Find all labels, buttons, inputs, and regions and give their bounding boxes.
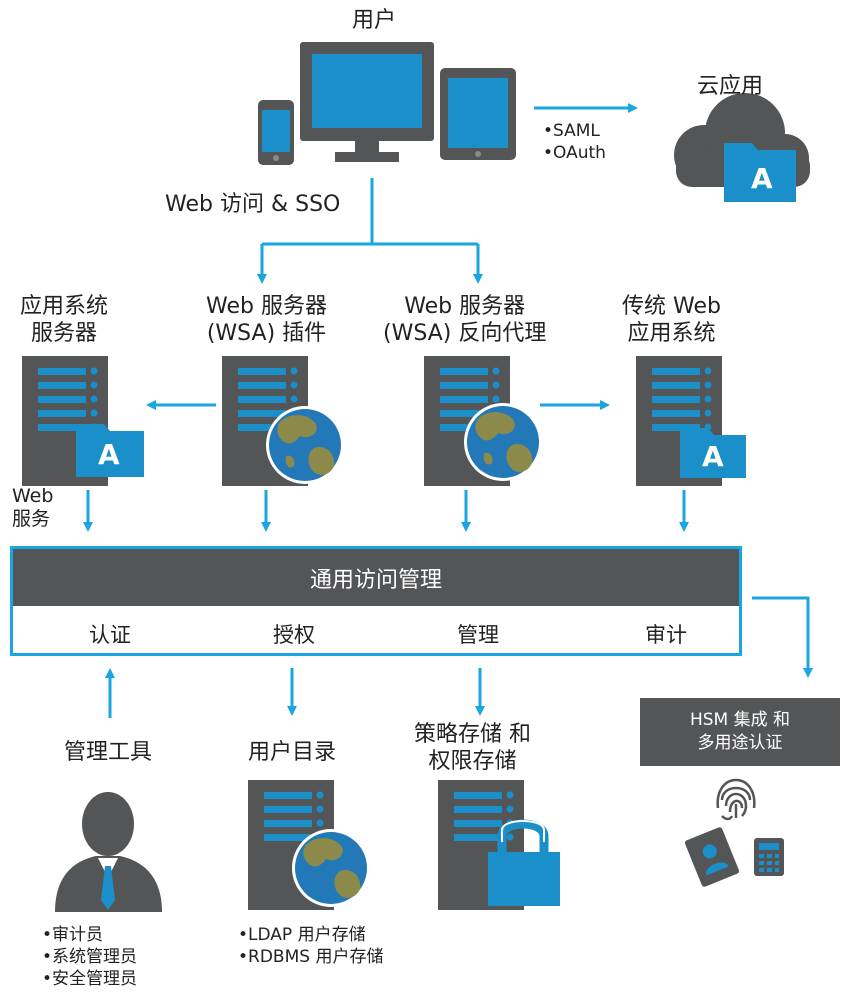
users-label: 用户 bbox=[352, 8, 397, 33]
cloud-app-icon bbox=[674, 93, 810, 202]
web-service-line1: Web bbox=[12, 485, 54, 507]
user-directory-server-icon bbox=[248, 780, 370, 910]
cloud-app-label: 云应用 bbox=[697, 74, 764, 99]
policy-store-line1: 策略存储 和 bbox=[414, 722, 531, 747]
app-server-line1: 应用系统 bbox=[20, 294, 109, 319]
wsa-proxy-label: Web 服务器 (WSA) 反向代理 bbox=[383, 294, 546, 348]
arrow-to-hsm bbox=[752, 596, 813, 678]
role-security-admin: •安全管理员 bbox=[42, 969, 138, 990]
hsm-line1: HSM 集成 和 bbox=[689, 710, 791, 731]
uam-function-authorization: 授权 bbox=[273, 623, 315, 647]
app-server-folder-letter: A bbox=[98, 438, 120, 471]
legacy-web-server-icon bbox=[636, 356, 746, 486]
wsa-proxy-server-icon bbox=[424, 356, 542, 486]
user-devices-icon bbox=[258, 42, 516, 165]
app-server-label: 应用系统 服务器 bbox=[20, 294, 108, 348]
wsa-plugin-server-icon bbox=[222, 356, 344, 486]
access-connector bbox=[257, 178, 483, 284]
id-card-icon bbox=[684, 827, 740, 887]
uam-function-authentication: 认证 bbox=[89, 623, 131, 647]
hsm-box: HSM 集成 和 多用途认证 bbox=[640, 698, 840, 766]
cloud-folder-letter: A bbox=[751, 162, 773, 195]
app-server-icon bbox=[22, 356, 144, 486]
token-device-icon bbox=[754, 838, 784, 876]
legacy-web-line1: 传统 Web bbox=[622, 294, 721, 319]
uam-function-audit: 审计 bbox=[645, 623, 687, 647]
wsa-proxy-line2: (WSA) 反向代理 bbox=[383, 320, 547, 346]
cloud-protocol-list: •SAML •OAuth bbox=[543, 120, 606, 164]
role-system-admin: •系统管理员 bbox=[42, 947, 138, 968]
app-server-line2: 服务器 bbox=[31, 320, 98, 346]
user-stores-list: •LDAP 用户存储 •RDBMS 用户存储 bbox=[238, 924, 383, 968]
uam-panel: 通用访问管理 认证 授权 管理 审计 bbox=[10, 546, 742, 656]
hsm-line2: 多用途认证 bbox=[697, 733, 783, 753]
store-rdbms: •RDBMS 用户存储 bbox=[238, 947, 384, 968]
legacy-web-line2: 应用系统 bbox=[627, 320, 716, 346]
admin-tools-label: 管理工具 bbox=[64, 740, 153, 765]
user-directory-label: 用户目录 bbox=[248, 740, 337, 765]
wsa-plugin-line2: (WSA) 插件 bbox=[206, 320, 327, 346]
admin-person-icon bbox=[55, 792, 162, 912]
policy-store-line2: 权限存储 bbox=[428, 748, 517, 774]
web-service-line2: 服务 bbox=[12, 508, 51, 531]
protocol-saml: •SAML bbox=[543, 121, 600, 141]
protocol-oauth: •OAuth bbox=[543, 143, 606, 164]
role-auditor: •审计员 bbox=[42, 925, 104, 945]
uam-function-management: 管理 bbox=[457, 623, 499, 647]
web-service-label: Web 服务 bbox=[12, 485, 53, 531]
wsa-plugin-line1: Web 服务器 bbox=[206, 294, 327, 319]
legacy-web-folder-letter: A bbox=[702, 440, 724, 473]
policy-store-server-icon bbox=[438, 780, 560, 910]
store-ldap: •LDAP 用户存储 bbox=[238, 925, 366, 945]
fingerprint-icon bbox=[716, 778, 756, 821]
arrows-to-uam bbox=[83, 490, 689, 532]
wsa-proxy-line1: Web 服务器 bbox=[404, 294, 526, 319]
admin-roles-list: •审计员 •系统管理员 •安全管理员 bbox=[42, 924, 137, 990]
uam-title: 通用访问管理 bbox=[13, 549, 739, 606]
legacy-web-label: 传统 Web 应用系统 bbox=[622, 294, 721, 348]
web-access-sso-label: Web 访问 & SSO bbox=[165, 192, 341, 217]
wsa-plugin-label: Web 服务器 (WSA) 插件 bbox=[206, 294, 327, 348]
policy-store-label: 策略存储 和 权限存储 bbox=[414, 722, 531, 776]
